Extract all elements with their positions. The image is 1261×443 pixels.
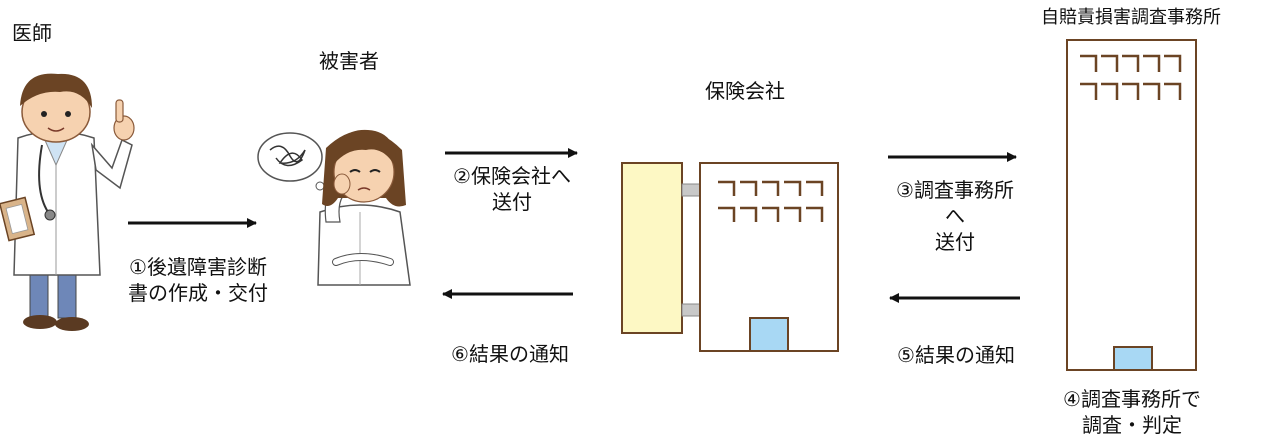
window-mark: [1143, 54, 1161, 72]
doctor-illustration: [0, 73, 135, 331]
window-mark: [1122, 82, 1140, 100]
window-mark: [784, 206, 802, 222]
window-mark: [1143, 82, 1161, 100]
step-1-label: ①後遺障害診断書の作成・交付: [128, 255, 268, 305]
office-windows: [1080, 54, 1182, 100]
window-mark: [806, 180, 824, 196]
victim-illustration: [257, 129, 411, 286]
insurer-label: 保険会社: [705, 79, 785, 103]
office-label: 自賠責損害調査事務所: [1041, 7, 1221, 28]
window-mark: [1164, 54, 1182, 72]
office-building: [1066, 39, 1197, 371]
window-mark: [1164, 82, 1182, 100]
step-4-label: ④調査事務所で調査・判定: [1063, 387, 1201, 437]
insurer-windows: [718, 180, 824, 222]
window-mark: [740, 180, 758, 196]
step-3-label: ③調査事務所へ送付: [896, 178, 1014, 254]
window-mark: [1101, 82, 1119, 100]
victim-label: 被害者: [319, 49, 379, 73]
window-mark: [718, 180, 736, 196]
step-6-label: ⑥結果の通知: [451, 342, 569, 366]
step-2-label: ②保険会社へ送付: [453, 164, 571, 214]
insurer-building: [621, 162, 839, 352]
window-mark: [762, 206, 780, 222]
window-mark: [1122, 54, 1140, 72]
step-5-label: ⑤結果の通知: [897, 343, 1015, 367]
window-mark: [784, 180, 802, 196]
window-mark: [718, 206, 736, 222]
window-mark: [1080, 54, 1098, 72]
window-mark: [1101, 54, 1119, 72]
window-mark: [762, 180, 780, 196]
doctor-label: 医師: [12, 21, 52, 45]
window-mark: [806, 206, 824, 222]
window-mark: [740, 206, 758, 222]
window-mark: [1080, 82, 1098, 100]
